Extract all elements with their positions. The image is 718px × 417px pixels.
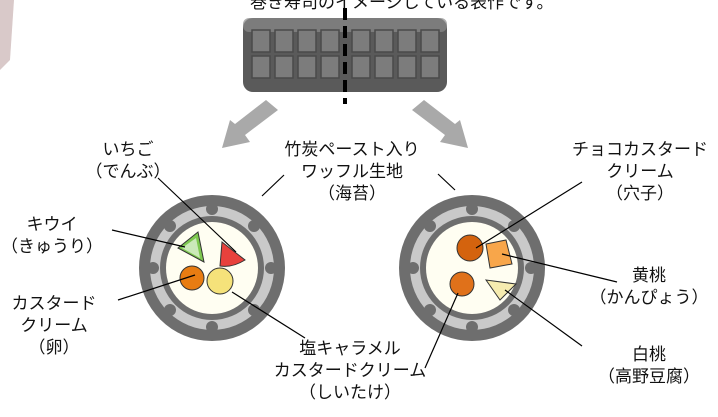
arrow-left — [222, 100, 278, 148]
label-waffle: 竹炭ペースト入り ワッフル生地 （海苔） — [284, 140, 420, 204]
choco-shape — [456, 234, 484, 262]
label-white-peach: 白桃 （高野豆腐） — [598, 345, 700, 387]
label-yellow-peach: 黄桃 （かんぴょう） — [589, 266, 709, 308]
choco-shape-2 — [449, 271, 475, 297]
label-kiwi: キウイ （きゅうり） — [1, 215, 103, 257]
roll-photo — [243, 8, 447, 104]
label-caramel: 塩キャラメル カスタードクリーム （しいたけ） — [273, 339, 427, 403]
leader-lines-left — [111, 174, 306, 339]
label-strawberry: いちご （でんぶ） — [85, 140, 171, 182]
arrow-right — [412, 100, 468, 148]
yellow-peach-shape — [485, 239, 513, 269]
leader-lines-right — [424, 173, 618, 369]
label-choco: チョコカスタード クリーム （穴子） — [572, 140, 708, 204]
right-cross-section — [399, 195, 545, 341]
strawberry-shape — [219, 241, 246, 267]
label-custard: カスタード クリーム （卵） — [11, 294, 97, 358]
top-caption: 巻き寿司のイメージしている表作です。 — [250, 0, 554, 13]
left-cross-section — [139, 195, 285, 341]
caramel-shape — [206, 267, 234, 295]
custard-shape — [179, 265, 205, 291]
edge-decoration — [0, 0, 14, 70]
